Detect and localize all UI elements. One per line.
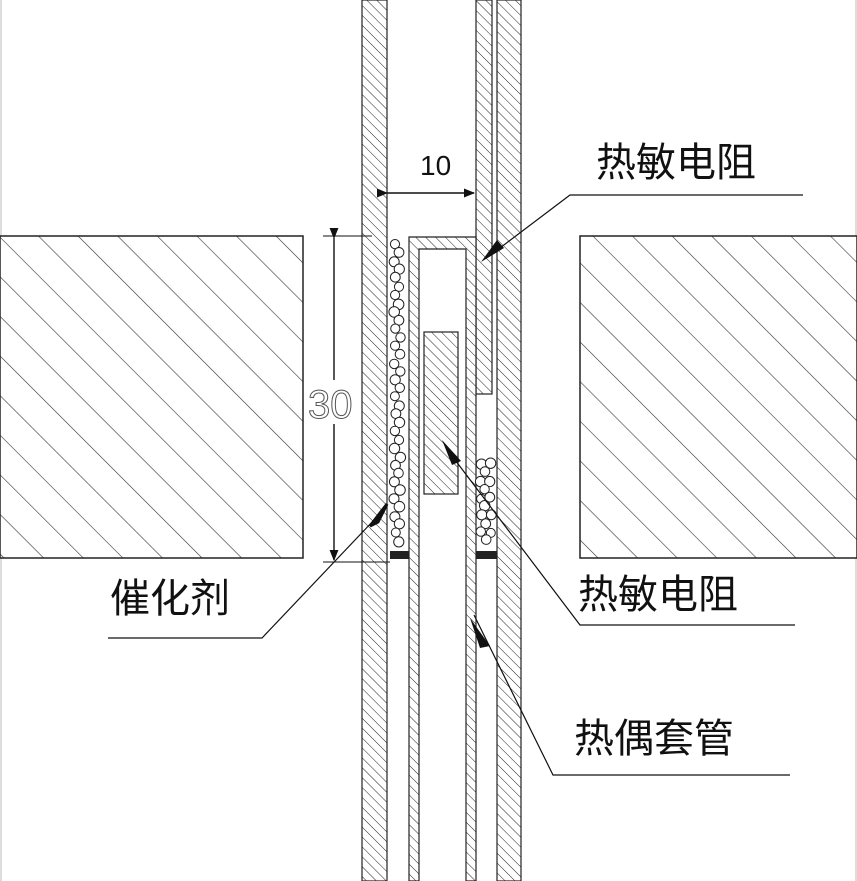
catalyst-particle xyxy=(389,358,400,370)
thermocouple-sleeve-arrowhead xyxy=(470,618,490,648)
thermistor-top-arrowhead xyxy=(481,240,504,262)
catalyst-particle xyxy=(475,526,486,537)
catalyst-support-right xyxy=(476,551,497,559)
catalyst-particle xyxy=(390,289,401,301)
catalyst-label: 催化剂 xyxy=(110,576,230,622)
catalyst-support-left xyxy=(390,551,409,559)
thermistor-top-label: 热敏电阻 xyxy=(596,140,756,186)
catalyst-particles-left xyxy=(388,239,407,548)
catalyst-particle xyxy=(479,484,490,495)
furnace-block-left xyxy=(0,235,304,559)
catalyst-particle xyxy=(393,281,405,292)
catalyst-particle xyxy=(389,391,400,402)
catalyst-particle xyxy=(484,491,496,503)
catalyst-leader xyxy=(108,519,375,639)
thermocouple-sleeve-label: 热偶套管 xyxy=(574,716,734,762)
thermocouple-sleeve-leader xyxy=(473,614,790,776)
catalyst-particle xyxy=(390,340,401,351)
height-dimension-mask xyxy=(306,380,354,424)
catalyst-particle xyxy=(388,442,401,455)
catalyst-particle xyxy=(484,475,496,488)
catalyst-particle xyxy=(388,476,400,488)
catalyst-particle xyxy=(393,247,405,258)
catalyst-particle xyxy=(485,509,497,521)
thermistor-mid-arrowhead xyxy=(442,440,461,465)
catalyst-particle xyxy=(393,467,404,479)
reactor-tube-wall-right xyxy=(496,0,522,881)
catalyst-particle xyxy=(389,271,401,283)
width-dimension-value: 10 xyxy=(420,150,451,181)
catalyst-particle xyxy=(388,306,401,318)
catalyst-particle xyxy=(389,239,401,250)
catalyst-particle xyxy=(393,416,406,429)
catalyst-particle xyxy=(394,451,407,464)
catalyst-particle xyxy=(390,527,401,538)
thermistor-mid-leader xyxy=(445,447,795,626)
catalyst-particle xyxy=(390,323,401,334)
catalyst-particle xyxy=(394,348,406,360)
catalyst-particle xyxy=(394,484,406,496)
catalyst-arrowhead xyxy=(368,503,389,528)
catalyst-particle xyxy=(479,466,491,477)
catalyst-particle xyxy=(393,518,405,530)
catalyst-particle xyxy=(393,536,405,548)
height-dimension-value: 30 xyxy=(308,383,353,427)
catalyst-particle xyxy=(388,493,400,505)
reactor-tube-wall-left xyxy=(361,0,388,881)
catalyst-particle xyxy=(395,332,406,343)
catalyst-particle xyxy=(393,434,405,446)
catalyst-particle xyxy=(394,382,405,393)
thermistor-mid-label: 热敏电阻 xyxy=(578,572,738,618)
thermistor-top-leader xyxy=(487,194,803,258)
catalyst-particle xyxy=(480,534,492,545)
thermistor-element xyxy=(423,331,459,495)
catalyst-particle xyxy=(389,425,401,437)
catalyst-particle xyxy=(393,500,406,513)
catalyst-particle xyxy=(389,374,401,386)
catalyst-particle xyxy=(395,366,406,377)
thermistor-probe xyxy=(475,0,493,395)
catalyst-particle xyxy=(480,518,492,530)
thermocouple-sleeve xyxy=(408,236,477,881)
furnace-block-right xyxy=(579,235,857,559)
catalyst-particle xyxy=(484,457,497,469)
